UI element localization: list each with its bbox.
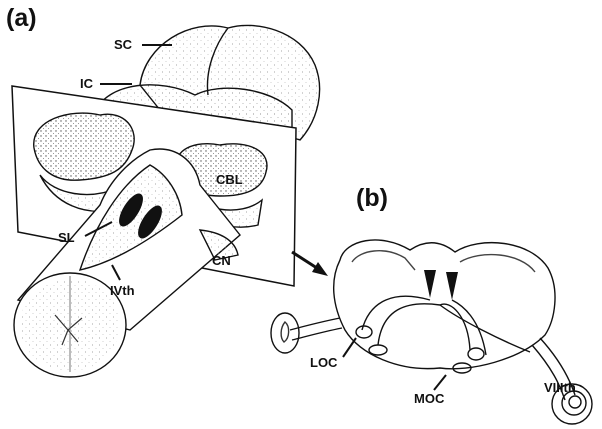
cochlear-nucleus — [198, 229, 239, 261]
panel-a-illustration — [11, 24, 321, 378]
cochlea-right — [551, 383, 593, 425]
panel-b-leader-lines — [342, 337, 447, 391]
panel-label-b: (b) — [356, 184, 388, 212]
superior-olive-right — [138, 205, 162, 239]
label-ivth: IVth — [110, 283, 135, 298]
label-loc: LOC — [310, 355, 338, 370]
superior-olive-left — [119, 193, 143, 227]
label-moc: MOC — [414, 391, 445, 406]
panel-b-illustration — [270, 239, 593, 425]
label-sl: SL — [58, 230, 75, 245]
panel-a-leader-lines — [84, 44, 172, 281]
cochlea-left — [270, 312, 300, 354]
panel-label-a: (a) — [6, 4, 37, 32]
label-ic: IC — [80, 76, 93, 91]
label-cbl: CBL — [216, 172, 243, 187]
cerebellum-left — [33, 112, 135, 181]
label-sc: SC — [114, 37, 133, 52]
loc-nucleus — [355, 325, 373, 339]
label-cn: CN — [212, 253, 231, 268]
moc-nucleus — [467, 347, 485, 361]
label-viiith: VIIIth — [544, 380, 576, 395]
